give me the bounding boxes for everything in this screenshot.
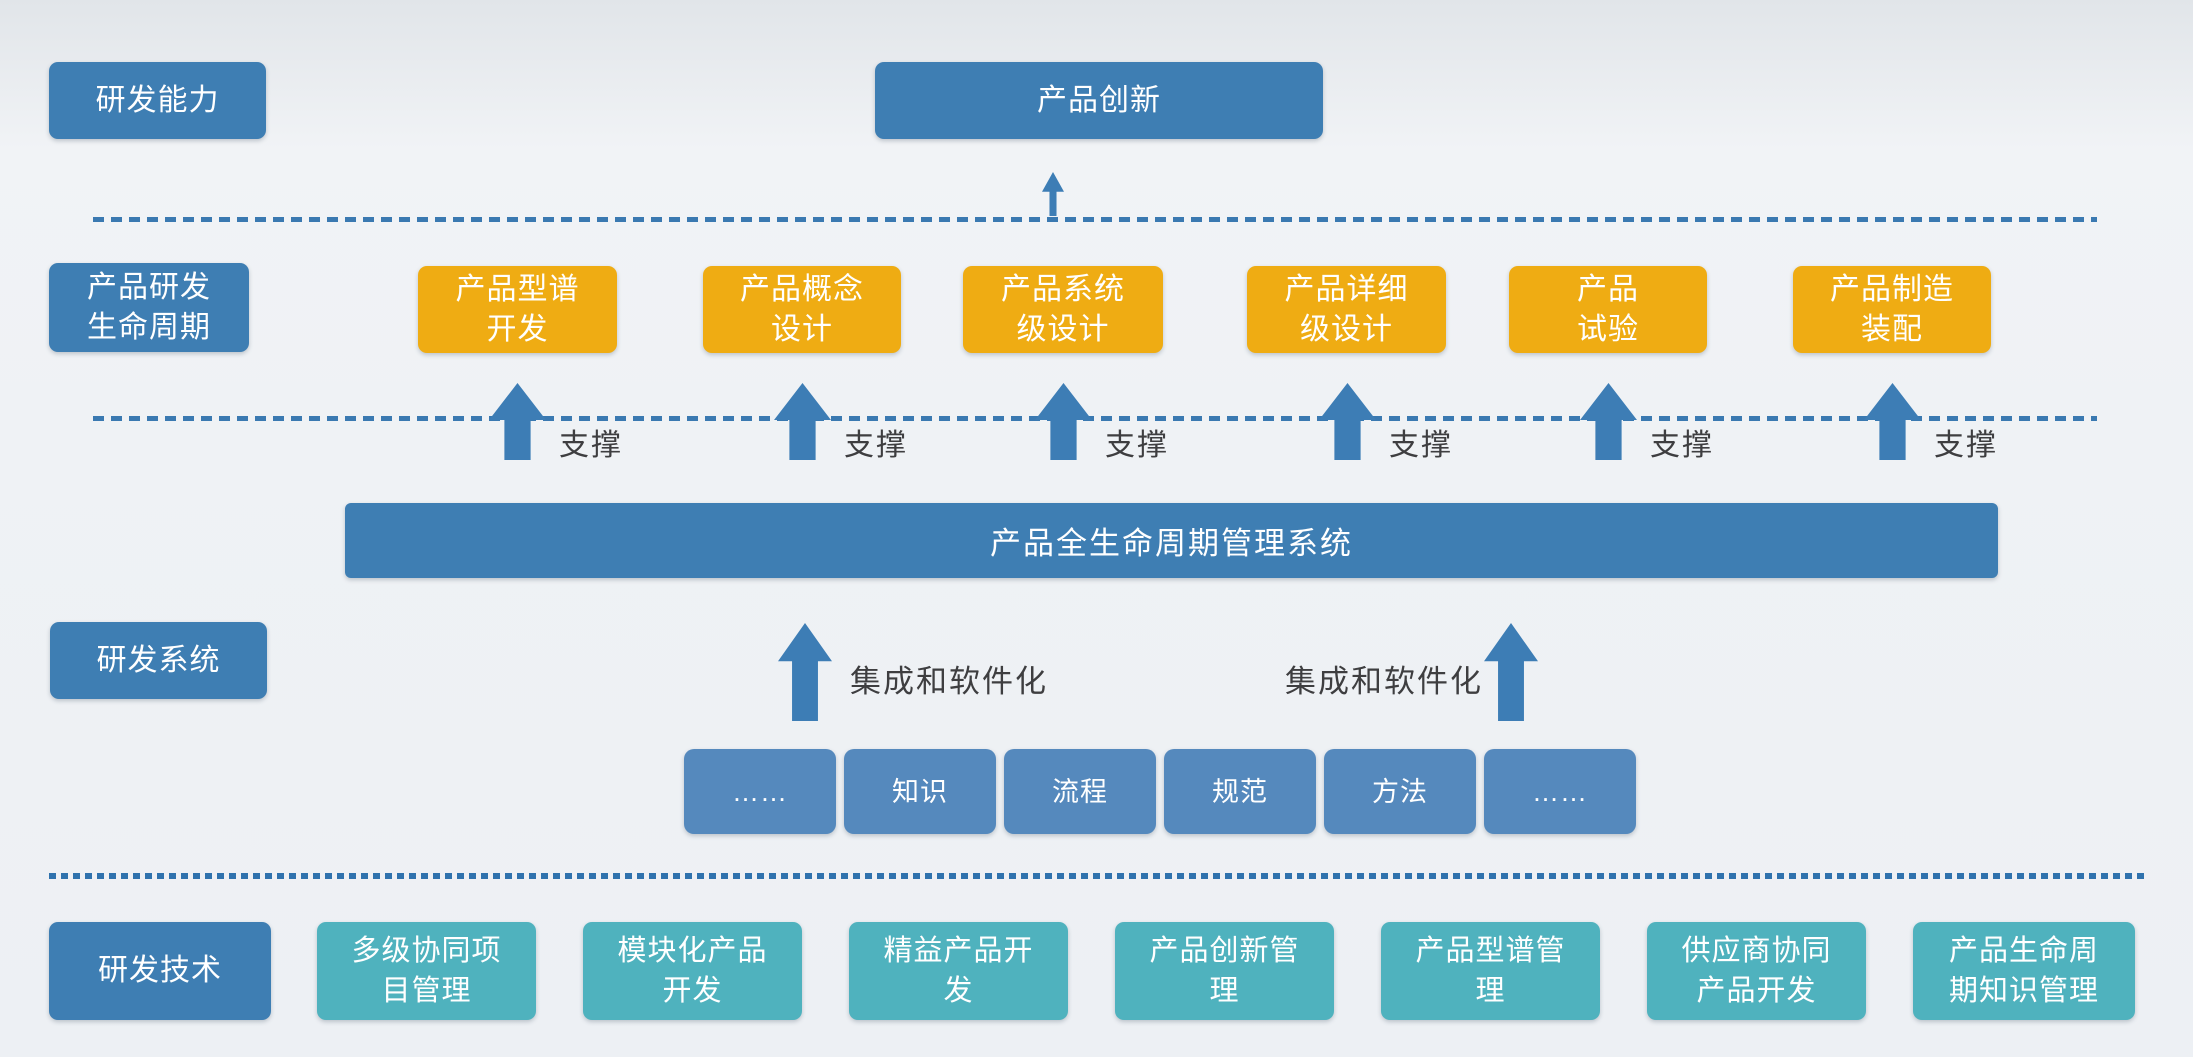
support-label: 支撑	[844, 429, 908, 462]
tech-box-spectrum-mgmt: 产品型谱管 理	[1381, 922, 1600, 1020]
stage-box-concept-design: 产品概念 设计	[703, 266, 901, 353]
support-arrow-icon	[1580, 383, 1637, 460]
support-label: 支撑	[1105, 429, 1169, 462]
element-box-standard: 规范	[1164, 749, 1316, 834]
tech-box-innovation-mgmt: 产品创新管 理	[1115, 922, 1334, 1020]
support-label: 支撑	[1934, 429, 1998, 462]
up-arrow-icon	[1042, 172, 1064, 216]
integration-label: 集成和软件化	[850, 664, 1048, 699]
stage-box-detail-design: 产品详细 级设计	[1247, 266, 1446, 353]
tech-box-multilevel-project: 多级协同项 目管理	[317, 922, 536, 1020]
capability-side-box: 研发能力	[49, 62, 266, 139]
technology-boundary-dotted-line	[49, 873, 2148, 879]
product-innovation-box: 产品创新	[875, 62, 1323, 139]
system-side-box: 研发系统	[50, 622, 267, 699]
element-box-process: 流程	[1004, 749, 1156, 834]
tech-box-supplier-collab: 供应商协同 产品开发	[1647, 922, 1866, 1020]
element-box-ellipsis: ……	[1484, 749, 1636, 834]
plm-system-bar: 产品全生命周期管理系统	[345, 503, 1998, 578]
capability-boundary-dashed-line	[93, 217, 2097, 222]
support-label: 支撑	[1389, 429, 1453, 462]
tech-box-lifecycle-knowledge: 产品生命周 期知识管理	[1913, 922, 2135, 1020]
element-box-knowledge: 知识	[844, 749, 996, 834]
support-label: 支撑	[1650, 429, 1714, 462]
support-arrow-icon	[774, 383, 831, 460]
support-arrow-icon	[1864, 383, 1921, 460]
tech-box-modular-dev: 模块化产品 开发	[583, 922, 802, 1020]
technology-side-box: 研发技术	[49, 922, 271, 1020]
stage-box-system-design: 产品系统 级设计	[963, 266, 1163, 353]
integration-label: 集成和软件化	[1285, 664, 1483, 699]
tech-box-lean-dev: 精益产品开 发	[849, 922, 1068, 1020]
lifecycle-boundary-dashed-line	[93, 416, 2097, 421]
stage-box-test: 产品 试验	[1509, 266, 1707, 353]
lifecycle-side-box: 产品研发 生命周期	[49, 263, 249, 352]
support-arrow-icon	[489, 383, 546, 460]
support-arrow-icon	[1319, 383, 1376, 460]
stage-box-spectrum-dev: 产品型谱 开发	[418, 266, 617, 353]
element-box-ellipsis: ……	[684, 749, 836, 834]
stage-box-manufacture-assembly: 产品制造 装配	[1793, 266, 1991, 353]
integration-arrow-icon	[1484, 623, 1538, 721]
support-arrow-icon	[1035, 383, 1092, 460]
integration-arrow-icon	[778, 623, 832, 721]
support-label: 支撑	[559, 429, 623, 462]
element-box-method: 方法	[1324, 749, 1476, 834]
